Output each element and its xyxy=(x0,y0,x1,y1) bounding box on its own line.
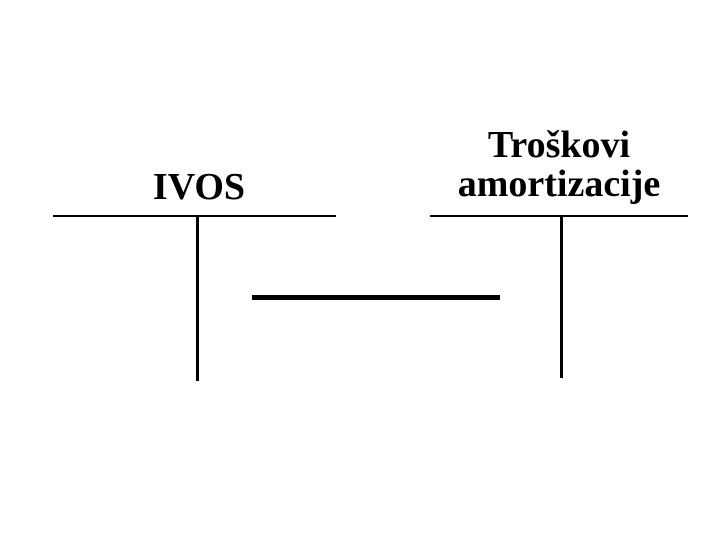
troskovi-amortizacije-account-top-rule xyxy=(430,215,688,217)
troskovi-amortizacije-account-center-divider xyxy=(560,215,563,378)
ivos-account-top-rule xyxy=(53,215,336,217)
account-title-ivos: IVOS xyxy=(152,166,246,208)
account-title-troskovi-amortizacije: Troškovi amortizacije xyxy=(457,124,661,205)
ivos-account-center-divider xyxy=(196,215,199,381)
posting-amount-entry-line xyxy=(252,295,500,300)
